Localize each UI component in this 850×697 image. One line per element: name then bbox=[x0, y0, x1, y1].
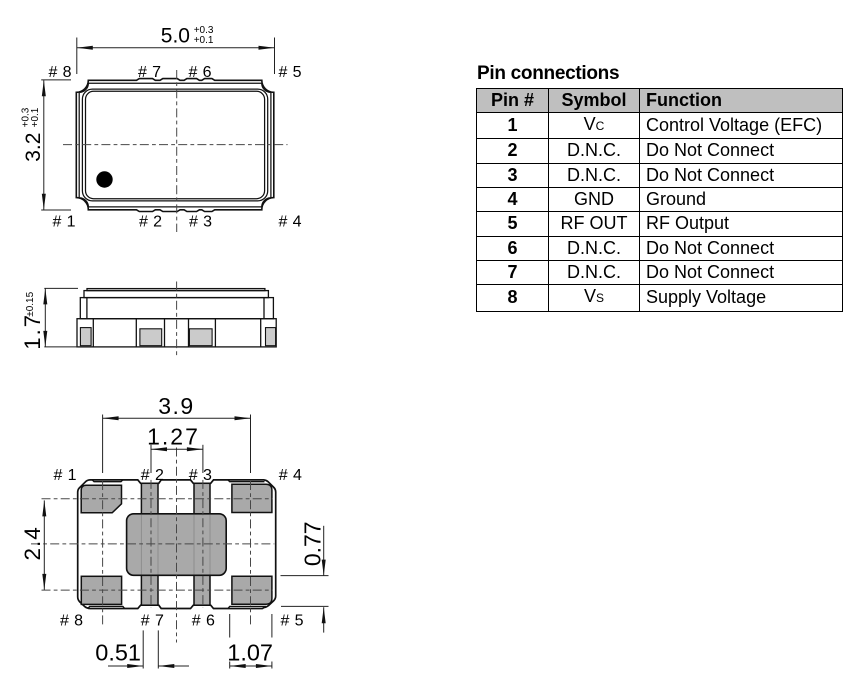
svg-text:+0.3: +0.3 bbox=[21, 107, 32, 127]
svg-text:# 5: # 5 bbox=[281, 613, 304, 630]
svg-text:# 2: # 2 bbox=[139, 213, 162, 230]
svg-text:# 4: # 4 bbox=[279, 467, 302, 484]
svg-text:±0.15: ±0.15 bbox=[25, 291, 36, 316]
svg-text:# 8: # 8 bbox=[60, 613, 83, 630]
svg-text:1.07: 1.07 bbox=[227, 639, 273, 665]
svg-text:# 5: # 5 bbox=[279, 64, 302, 81]
svg-text:1.7: 1.7 bbox=[20, 313, 45, 350]
svg-text:# 7: # 7 bbox=[138, 64, 161, 81]
svg-text:# 1: # 1 bbox=[53, 213, 76, 230]
svg-text:+0.3: +0.3 bbox=[194, 25, 214, 36]
svg-text:# 1: # 1 bbox=[54, 467, 77, 484]
svg-text:# 4: # 4 bbox=[279, 213, 302, 230]
svg-text:# 6: # 6 bbox=[189, 64, 212, 81]
svg-text:# 3: # 3 bbox=[189, 213, 212, 230]
svg-text:1.27: 1.27 bbox=[147, 424, 200, 450]
svg-text:# 6: # 6 bbox=[192, 613, 215, 630]
svg-text:3.2: 3.2 bbox=[22, 133, 45, 162]
svg-text:+0.1: +0.1 bbox=[194, 35, 214, 46]
svg-text:0.51: 0.51 bbox=[95, 639, 141, 665]
svg-text:0.77: 0.77 bbox=[299, 521, 325, 566]
svg-text:+0.1: +0.1 bbox=[30, 107, 41, 127]
svg-text:# 2: # 2 bbox=[141, 467, 164, 484]
svg-text:# 3: # 3 bbox=[189, 467, 212, 484]
svg-text:3.9: 3.9 bbox=[158, 393, 194, 419]
svg-text:2.4: 2.4 bbox=[20, 526, 45, 560]
svg-text:5.0: 5.0 bbox=[161, 25, 190, 48]
svg-text:# 7: # 7 bbox=[141, 613, 164, 630]
svg-text:# 8: # 8 bbox=[49, 64, 72, 81]
